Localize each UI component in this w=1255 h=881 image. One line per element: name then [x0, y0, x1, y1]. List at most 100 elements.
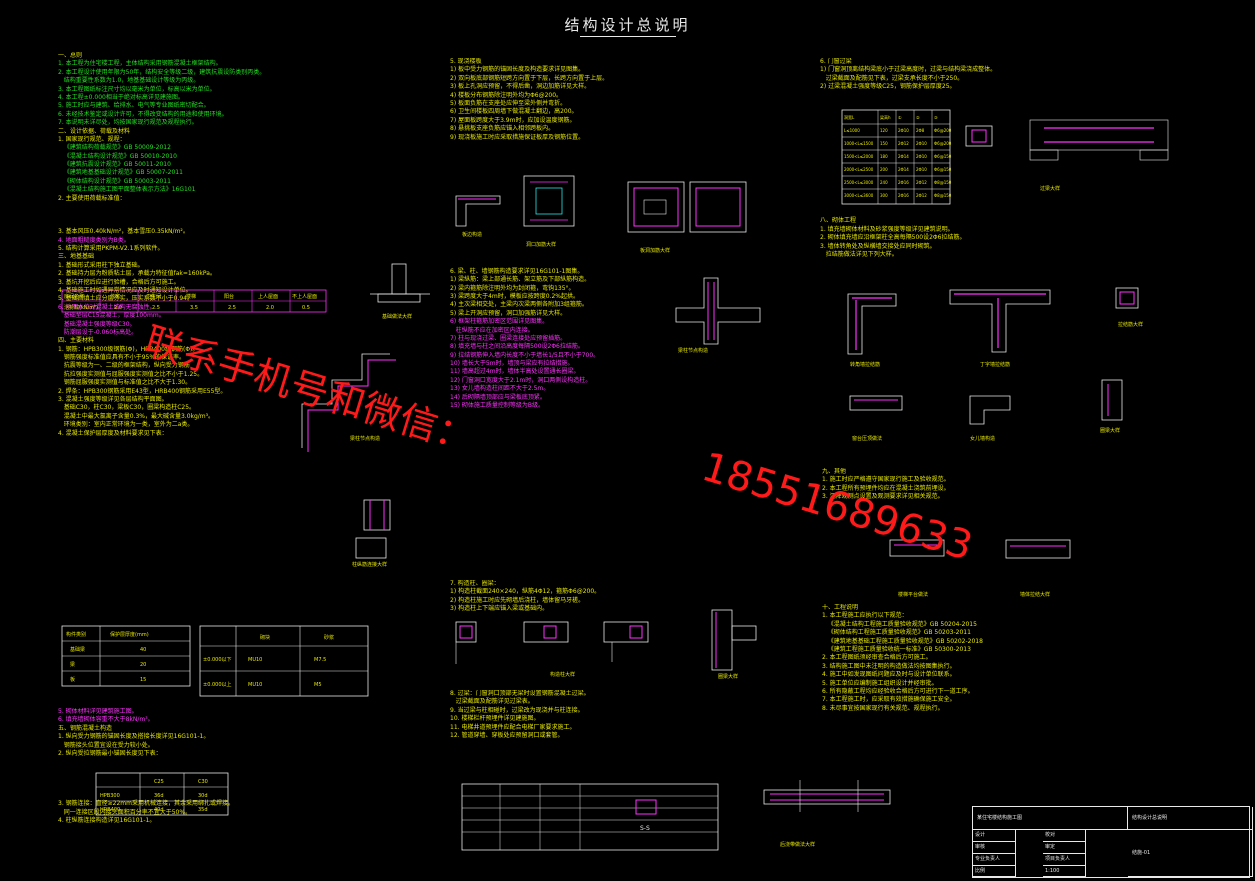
d15-label: 楼梯平台做法: [898, 591, 928, 598]
load-table-r3: 3.5: [190, 305, 198, 311]
right_mid-note-line: 1. 施工时应严格遵守国家现行施工及验收规范。: [822, 476, 950, 484]
mat-h1: 砌块: [260, 634, 270, 641]
lintel-table-cell: 150: [880, 141, 888, 146]
lintel-table-cell: 2Φ8: [916, 128, 925, 133]
right-note-line: 1) 门窗洞顶离结构梁底小于过梁高度时，过梁与结构梁浇成整体。: [820, 66, 997, 74]
left-note-line: 《建筑抗震设计规范》GB 50011-2010: [58, 161, 171, 169]
cover-r0c1: 40: [140, 647, 146, 653]
lintel-table-cell: 洞宽L: [844, 114, 855, 120]
mat-h2: 砂浆: [324, 634, 334, 641]
right-note-line: 2. 砌体填充墙应沿框架柱全高每隔500设2Φ6拉结筋。: [820, 234, 966, 242]
left-note-line: 6. 地下水位对混凝土结构无腐蚀性。: [58, 303, 156, 311]
middle-note-line: 1) 梁纵筋：梁上部通长筋、架立筋及下部纵筋构造。: [450, 276, 591, 284]
load-table-h4: 阳台: [224, 293, 234, 300]
d6b-label: 梁柱节点构造: [678, 347, 708, 354]
load-table-r0: 活荷载(kN/m²): [64, 304, 98, 311]
load-table-r2: 2.5: [152, 305, 160, 311]
left-note-line: 《砌体结构设计规范》GB 50003-2011: [58, 177, 171, 185]
middle-note-line: 7) 柱与现浇过梁、圈梁连接处应预留插筋。: [450, 334, 567, 342]
title-block-drawing-no: 结施-01: [1128, 830, 1253, 877]
lintel-table-cell: 2Φ10: [916, 154, 927, 159]
window-sill-details: 窗台压顶做法 女儿墙构造 圈梁大样: [849, 379, 1123, 442]
lintel-table-cell: Φ6@150: [934, 167, 952, 172]
middle-note-line: 8) 悬挑板支座负筋应锚入相邻跨板内。: [450, 125, 555, 133]
left_lower-note-line: 2. 纵向受拉钢筋最小锚固长度见下表：: [58, 749, 162, 757]
anc-r0c2: C30: [198, 779, 208, 785]
load-table-h1: 住宅: [110, 293, 120, 300]
d3-label: 板洞加筋大样: [640, 247, 670, 254]
middle-note-line: 8) 填充墙与柱之间沿高度每隔500设2Φ6拉结筋。: [450, 343, 584, 351]
middle-note-line: 9) 拉结钢筋伸入墙内长度不小于墙长1/5且不小于700。: [450, 351, 600, 359]
middle-bottom-notes-column: 8. 过梁：门窗洞口顶部无梁时设置钢筋混凝土过梁。 过梁截面及配筋详见过梁表。9…: [450, 690, 740, 750]
lintel-table-cell: 2Φ16: [898, 193, 909, 198]
left_lower-note-line: 5. 砌体材料详见建筑施工图。: [58, 708, 138, 715]
lintel-table-cell: 300: [880, 193, 888, 198]
stair-landing-details: 楼梯平台做法 墙体拉结大样: [889, 539, 1071, 598]
middle_bottom-note-line: 11. 电梯井道预埋件应配合电梯厂家要求施工。: [450, 723, 576, 731]
anc-r1c0: HPB300: [100, 793, 120, 799]
left-note-line: 5. 施工时应与建筑、给排水、电气等专业图纸密切配合。: [58, 102, 210, 110]
lintel-table-cell: 2Φ10: [916, 167, 927, 172]
slab-hole-detail: 板洞加筋大样: [627, 181, 747, 254]
middle-note-line: 7) 屋面板跨度大于3.9m时，应加设温度钢筋。: [450, 116, 576, 124]
lintel-table-cell: 1500<L≤2000: [844, 154, 874, 159]
middle-note-line: 13) 女儿墙构造柱间距不大于2.5m。: [450, 385, 550, 393]
middle-note-line: 9) 现浇板施工时应采取措施保证板厚及钢筋位置。: [450, 133, 585, 141]
title-block-r3c0: 比例: [973, 866, 1016, 877]
middle-note-line: 4) 楼板分布钢筋除注明外均为Φ6@200。: [450, 91, 563, 99]
cover-h0: 构件类别: [66, 631, 86, 638]
cover-r1c1: 20: [140, 662, 146, 668]
middle-note-line: 3) 梁跨度大于4m时，模板应按跨度0.2%起拱。: [450, 292, 579, 300]
lintel-table-cell: ②: [916, 115, 920, 120]
middle-note-line: 10) 墙长大于5m时，墙顶与梁应有拉结措施。: [450, 360, 574, 368]
lintel-table-cell: Φ6@200: [934, 141, 952, 146]
right_lower-note-line: 8. 未尽事宜按国家现行有关规范、规程执行。: [822, 704, 944, 712]
middle-note-line: 5) 板面负筋在支座处应伸至梁外侧并弯折。: [450, 99, 567, 107]
left-note-line: 3. 本工程图纸标注尺寸均以毫米为单位，标高以米为单位。: [58, 85, 216, 93]
left-note-line: 7. 本说明未详尽处，均按国家现行规范及规程执行。: [58, 119, 198, 127]
left-note-line: 钢筋屈服强度实测值与标准值之比不大于1.30。: [58, 379, 192, 387]
d9-label: 拉结筋大样: [1118, 321, 1143, 328]
left-lower-notes-column: 5. 砌体材料详见建筑施工图。6. 填充墙砌体容重不大于8kN/m³。五、钢筋混…: [58, 708, 298, 838]
mat-r1c2: M5: [314, 682, 322, 688]
slab-edge-detail: 板边构造: [455, 195, 501, 238]
lintel-table-cell: 2Φ12: [916, 193, 927, 198]
middle-note-line: 12) 门窗洞口宽度大于2.1m时，洞口两侧设构造柱。: [450, 376, 592, 384]
anc-r0c1: C25: [154, 779, 164, 785]
lintel-table-cell: 2500<L≤3000: [844, 180, 874, 185]
left-note-line: 2. 主要使用荷载标准值：: [58, 194, 126, 202]
title-block-r1c1: 审定: [1043, 842, 1086, 854]
middle-note-line: 11) 墙高超过4m时，墙体半高处设置通长圈梁。: [450, 368, 580, 376]
d4-label: 基础做法大样: [382, 313, 412, 320]
left-note-line: 一、总则: [58, 52, 83, 59]
drawing-title: 结构设计总说明: [564, 16, 691, 34]
anc-r2c1: 40d: [154, 807, 164, 813]
lintel-table-cell: 1000<L≤1500: [844, 141, 874, 146]
load-table: 房间名称 住宅 卫生间 楼梯 阳台 上人屋面 不上人屋面 活荷载(kN/m²) …: [61, 289, 327, 313]
d14-label: 圈梁大样: [1100, 427, 1120, 434]
middle_lower-note-line: 3) 构造柱上下端应锚入梁或基础内。: [450, 605, 549, 613]
d11-label: 丁字墙拉结筋: [980, 361, 1010, 368]
left-note-line: 基础垫层C15混凝土，厚度100mm。: [58, 312, 165, 320]
construction-column-details: 构造柱大样 圈梁大样: [455, 609, 757, 680]
d17-label: S-S: [640, 825, 650, 832]
d13-label: 女儿墙构造: [970, 435, 995, 442]
lintel-table-cell: Φ6@150: [934, 154, 952, 159]
post-pour-strip-detail: 后浇带做法大样: [763, 780, 891, 848]
left-note-line: 《混凝土结构设计规范》GB 50010-2010: [58, 152, 177, 160]
right_lower-note-line: 《砌体结构工程施工质量验收规范》GB 50203-2011: [822, 629, 971, 637]
lintel-table-cell: 2Φ16: [898, 180, 909, 185]
middle-note-line: 3) 板上孔洞应预留，不得后凿，洞边加筋详见大样。: [450, 83, 591, 91]
left-note-line: 抗拉强度实测值与屈服强度实测值之比不小于1.25。: [58, 370, 204, 378]
cover-h1: 保护层厚度(mm): [110, 631, 149, 638]
left-note-line: 4. 本工程±0.000相当于绝对标高详见建施图。: [58, 93, 184, 101]
section-s-s: S-S: [461, 783, 719, 851]
lintel-table-cell: 2000<L≤2500: [844, 167, 874, 172]
title-block-r3c1: 1:100: [1043, 866, 1086, 877]
left-note-line: 防潮层设于-0.060标高处。: [58, 328, 138, 336]
left-note-line: 4. 地面粗糙度类别为B类。: [58, 236, 130, 244]
cover-r1c0: 梁: [70, 661, 75, 668]
